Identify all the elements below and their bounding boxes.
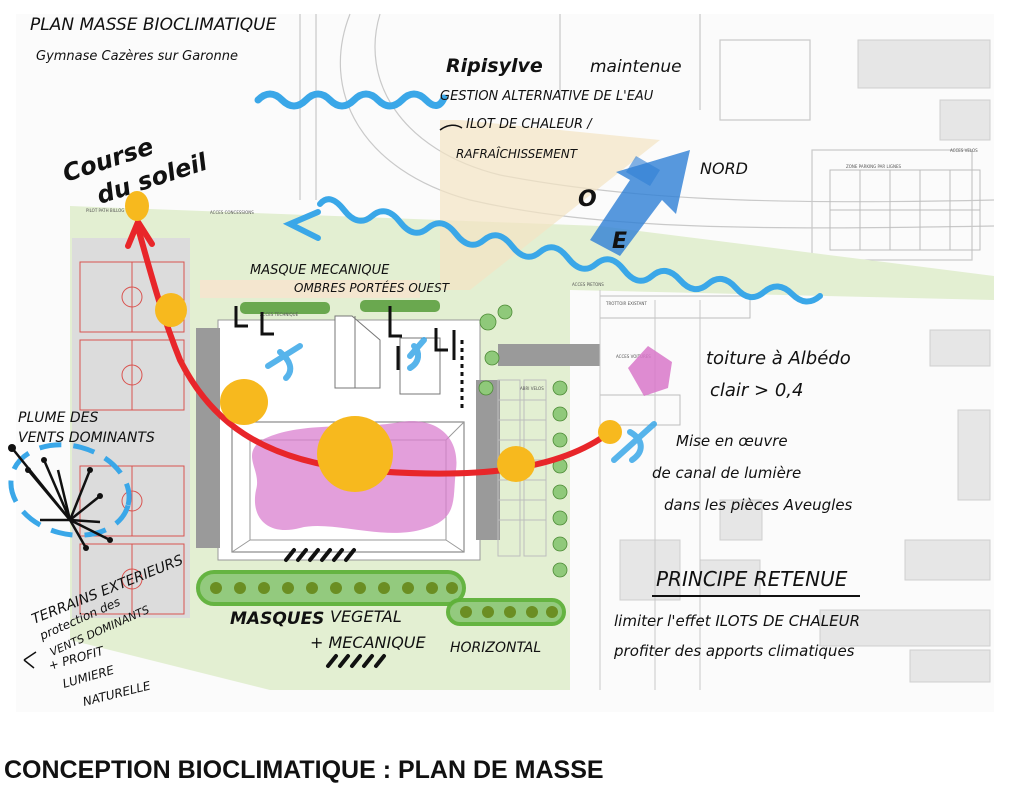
label-nord: NORD bbox=[700, 159, 748, 178]
label-ilot-chaleur: ILOT DE CHALEUR / bbox=[466, 117, 593, 132]
label-canal-1: Mise en œuvre bbox=[676, 432, 788, 450]
plan-label-zone-parking: ZONE PARKING PAR LIGNES bbox=[846, 164, 901, 169]
water-wave-long bbox=[317, 196, 823, 305]
gymnasium-east-wall bbox=[476, 380, 500, 540]
mechanical-masks-north bbox=[234, 306, 464, 412]
east-wing bbox=[498, 344, 600, 366]
label-est: E bbox=[612, 229, 627, 254]
label-toiture: toiture à Albédo bbox=[706, 348, 851, 369]
label-gestion-eau: GESTION ALTERNATIVE DE L'EAU bbox=[440, 89, 654, 104]
water-wave-top bbox=[254, 90, 448, 110]
plan-subtitle: Gymnase Cazères sur Garonne bbox=[36, 49, 238, 64]
plan-label-pilot-path: PILOT PATH BILLOG bbox=[86, 208, 124, 213]
path-beige bbox=[440, 120, 660, 290]
protection-arrow bbox=[23, 651, 37, 669]
albedo-roof-marker bbox=[628, 346, 672, 396]
plan-label-trottoir: TROTTOIR EXISTANT bbox=[605, 301, 647, 306]
annex-roof bbox=[334, 315, 381, 389]
gymnasium-west-wall bbox=[196, 328, 220, 548]
label-masque-mecanique: MASQUE MECANIQUE bbox=[250, 263, 390, 278]
label-rafraichissement: RAFRAÎCHISSEMENT bbox=[456, 146, 579, 161]
sun-path-arrowhead bbox=[125, 215, 155, 249]
wind-plume bbox=[8, 442, 132, 551]
site-plan-diagram: ACCES CONCESSIONS PILOT PATH BILLOG ACCE… bbox=[8, 13, 995, 709]
trees bbox=[478, 304, 568, 578]
court-lines bbox=[79, 261, 185, 615]
buildings-east bbox=[619, 39, 991, 683]
label-plume: PLUME DES bbox=[18, 410, 98, 426]
label-horizontal: HORIZONTAL bbox=[450, 640, 541, 656]
label-ripisylve: Ripisylve bbox=[446, 55, 543, 77]
label-albedo-value: clair > 0,4 bbox=[710, 380, 803, 401]
parking-grid-ne bbox=[829, 169, 981, 251]
note-arrow-ilot bbox=[439, 124, 463, 131]
plan-label-abri-velos: ABRI VELOS bbox=[520, 386, 544, 391]
label-vents-dominants: VENTS DOMINANTS bbox=[18, 430, 155, 446]
plan-label-acces-pietons: ACCES PIETONS bbox=[572, 282, 604, 287]
plan-label-acces-velos: ACCES VELOS bbox=[950, 148, 978, 153]
label-ombres-portees: OMBRES PORTÉES OUEST bbox=[294, 280, 451, 295]
north-arrow bbox=[590, 150, 690, 256]
water-flow-arrowhead bbox=[282, 209, 321, 241]
label-principe-2: profiter des apports climatiques bbox=[613, 642, 855, 660]
plan-label-acces-concessions: ACCES CONCESSIONS bbox=[210, 210, 254, 215]
hedges-north bbox=[240, 300, 440, 314]
label-canal-2: de canal de lumière bbox=[652, 464, 801, 482]
plan-title: PLAN MASSE BIOCLIMATIQUE bbox=[30, 15, 277, 35]
figure-caption: CONCEPTION BIOCLIMATIQUE : PLAN DE MASSE bbox=[4, 756, 604, 784]
label-principe-1: limiter l'effet ILOTS DE CHALEUR bbox=[614, 612, 860, 630]
label-mecanique: + MECANIQUE bbox=[310, 633, 427, 652]
plan-label-acces-voiture: ACCES VOITURES bbox=[616, 354, 651, 359]
label-vegetal: VEGETAL bbox=[330, 607, 402, 626]
sun-positions bbox=[125, 191, 622, 492]
label-canal-3: dans les pièces Aveugles bbox=[664, 496, 853, 514]
vegetal-masks bbox=[196, 570, 566, 626]
plan-label-acces-technique: ACCES TECHNIQUE bbox=[260, 312, 299, 317]
light-canal-markers bbox=[265, 337, 657, 463]
label-principe: PRINCIPE RETENUE bbox=[656, 567, 848, 591]
mechanical-masks-south bbox=[284, 548, 386, 668]
label-ouest: O bbox=[578, 187, 597, 212]
label-masques: MASQUES bbox=[230, 609, 324, 629]
access-strip bbox=[200, 280, 420, 298]
label-maintenue: maintenue bbox=[590, 57, 682, 77]
